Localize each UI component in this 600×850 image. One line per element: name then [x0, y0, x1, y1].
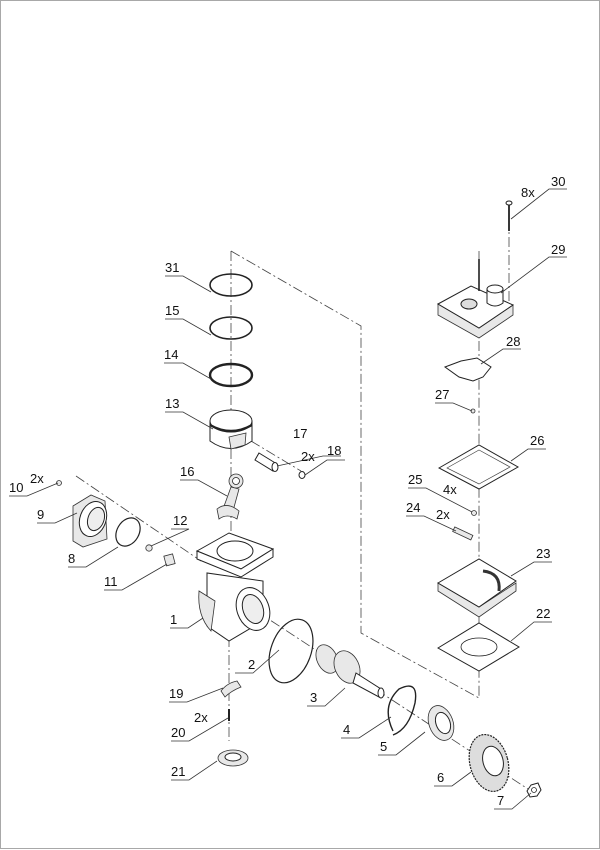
cylinder-head-29 — [436, 259, 515, 339]
bolt-30 — [505, 200, 513, 231]
end-cover-9 — [72, 494, 108, 548]
callout-30: 30 — [551, 174, 565, 189]
qty-24: 2x — [436, 507, 450, 522]
callout-labels: 31 15 14 13 16 10 2x 9 8 11 12 1 2 19 20… — [9, 174, 565, 808]
callout-24: 24 — [406, 500, 420, 515]
qty-25: 4x — [443, 482, 457, 497]
callout-26: 26 — [530, 433, 544, 448]
qty-20: 2x — [194, 710, 208, 725]
circlip-18 — [298, 471, 306, 479]
assembly-centerlines — [75, 201, 532, 792]
callout-6: 6 — [437, 770, 444, 785]
assembly-path-line — [230, 250, 480, 699]
callout-13: 13 — [165, 396, 179, 411]
piston-13 — [209, 409, 253, 450]
reed-valve-24 — [452, 526, 474, 541]
piston-pin-17 — [254, 452, 279, 472]
plug-12 — [145, 544, 153, 552]
screw-10 — [56, 480, 62, 486]
gasket-26 — [437, 444, 520, 490]
callout-15: 15 — [165, 303, 179, 318]
plate-gasket-28 — [443, 357, 492, 382]
side-axis-line — [75, 475, 202, 562]
bearing-flange-5 — [427, 705, 455, 741]
o-ring-2 — [268, 618, 314, 684]
callout-17: 17 — [293, 426, 307, 441]
leader-lines — [9, 188, 567, 810]
callout-31: 31 — [165, 260, 179, 275]
piston-ring-15 — [209, 316, 253, 340]
callout-1: 1 — [170, 612, 177, 627]
qty-30: 8x — [521, 185, 535, 200]
callout-22: 22 — [536, 606, 550, 621]
callout-28: 28 — [506, 334, 520, 349]
callout-10: 10 — [9, 480, 23, 495]
callout-19: 19 — [169, 686, 183, 701]
callout-4: 4 — [343, 722, 350, 737]
crankshaft-3 — [315, 644, 385, 699]
crankcase-housing-1 — [195, 532, 275, 642]
callout-9: 9 — [37, 507, 44, 522]
callout-2: 2 — [248, 657, 255, 672]
qty-18: 2x — [301, 449, 315, 464]
gasket-22 — [437, 622, 520, 672]
gear-6 — [468, 733, 510, 793]
callout-16: 16 — [180, 464, 194, 479]
piston-ring-14 — [208, 362, 254, 388]
seal-21 — [217, 749, 249, 767]
o-ring-8 — [115, 517, 141, 547]
callout-23: 23 — [536, 546, 550, 561]
callout-21: 21 — [171, 764, 185, 779]
callout-20: 20 — [171, 725, 185, 740]
qty-10: 2x — [30, 471, 44, 486]
callout-25: 25 — [408, 472, 422, 487]
callout-18: 18 — [327, 443, 341, 458]
callout-29: 29 — [551, 242, 565, 257]
callout-5: 5 — [380, 739, 387, 754]
snap-ring-4 — [387, 685, 417, 736]
pin-axis-line — [250, 440, 302, 472]
piston-ring-31 — [209, 273, 253, 297]
clip-11 — [163, 553, 176, 567]
callout-3: 3 — [310, 690, 317, 705]
pin-25 — [471, 510, 477, 516]
callout-14: 14 — [164, 347, 178, 362]
callout-27: 27 — [435, 387, 449, 402]
callout-12: 12 — [173, 513, 187, 528]
connecting-rod-16 — [216, 473, 244, 520]
callout-8: 8 — [68, 551, 75, 566]
callout-7: 7 — [497, 793, 504, 808]
callout-11: 11 — [104, 574, 118, 589]
bearing-shell-19 — [220, 680, 242, 698]
valve-plate-23 — [437, 558, 517, 618]
